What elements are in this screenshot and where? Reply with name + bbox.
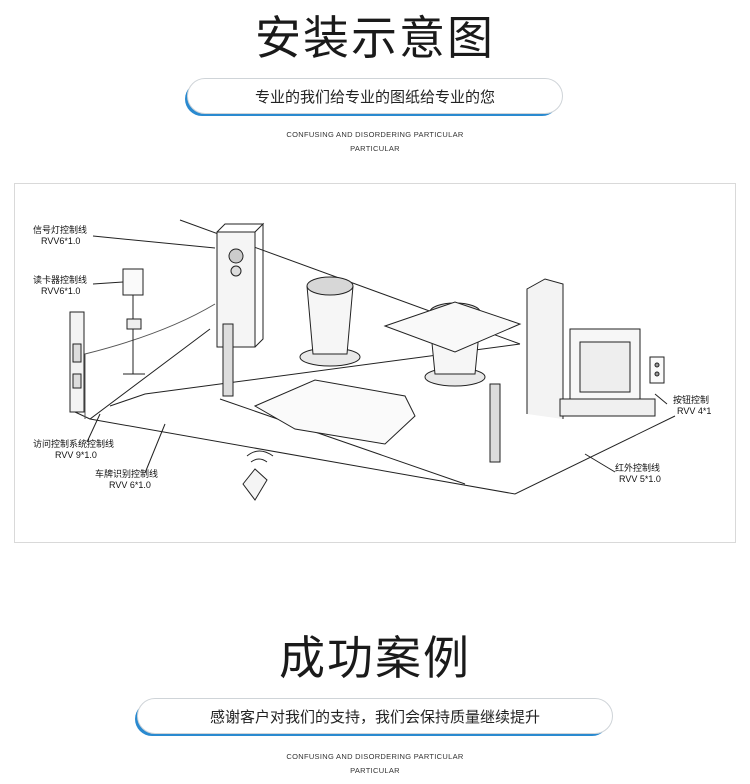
ground-line-middle <box>109 343 521 407</box>
diagram-drawing <box>69 219 676 501</box>
caption-installation: CONFUSING AND DISORDERING PARTICULAR PAR… <box>0 128 750 156</box>
label-visitor-system-cable: 访问控制系统控制线 RVV 9*1.0 <box>33 440 115 460</box>
right-wall <box>526 278 564 419</box>
subtitle-pill-cases: 感谢客户对我们的支持，我们会保持质量继续提升 <box>137 698 613 734</box>
label-infrared-cable: 红外控制线 RVV 5*1.0 <box>615 464 661 484</box>
platform-back <box>383 301 522 353</box>
label-signal-light-cable: 信号灯控制线 RVV6*1.0 <box>33 226 88 246</box>
card-reader-box <box>122 268 144 296</box>
caption-line-2: PARTICULAR <box>350 144 400 153</box>
bollard-1 <box>306 285 354 355</box>
button-box <box>649 356 665 384</box>
caption-line-1: CONFUSING AND DISORDERING PARTICULAR <box>286 130 464 139</box>
platform-front <box>253 379 416 445</box>
remote-control <box>242 468 268 501</box>
left-wall <box>84 303 216 419</box>
label-plate-recognition-cable: 车牌识别控制线 RVV 6*1.0 <box>95 470 159 490</box>
subtitle-text-cases: 感谢客户对我们的支持，我们会保持质量继续提升 <box>209 707 540 726</box>
label-button-control-cable: 按钮控制 RVV 4*1 <box>673 396 712 416</box>
ground-line-front-inner <box>219 398 466 485</box>
caption-cases-line-1: CONFUSING AND DISORDERING PARTICULAR <box>286 752 464 761</box>
ground-line-front <box>89 415 676 495</box>
subtitle-text: 专业的我们给专业的图纸给专业的您 <box>254 87 495 106</box>
subtitle-pill-installation: 专业的我们给专业的图纸给专业的您 <box>187 78 563 114</box>
sensor-post-left <box>222 323 234 397</box>
caption-cases: CONFUSING AND DISORDERING PARTICULAR PAR… <box>0 750 750 778</box>
installation-diagram: 信号灯控制线 RVV6*1.0 读卡器控制线 RVV6*1.0 访问控制系统控制… <box>14 183 736 543</box>
label-card-reader-cable: 读卡器控制线 RVV6*1.0 <box>33 276 88 296</box>
section-title-cases: 成功案例 <box>279 631 471 685</box>
section-title-installation: 安装示意图 <box>255 11 495 65</box>
caption-cases-line-2: PARTICULAR <box>350 766 400 775</box>
sensor-post-right <box>489 383 501 463</box>
